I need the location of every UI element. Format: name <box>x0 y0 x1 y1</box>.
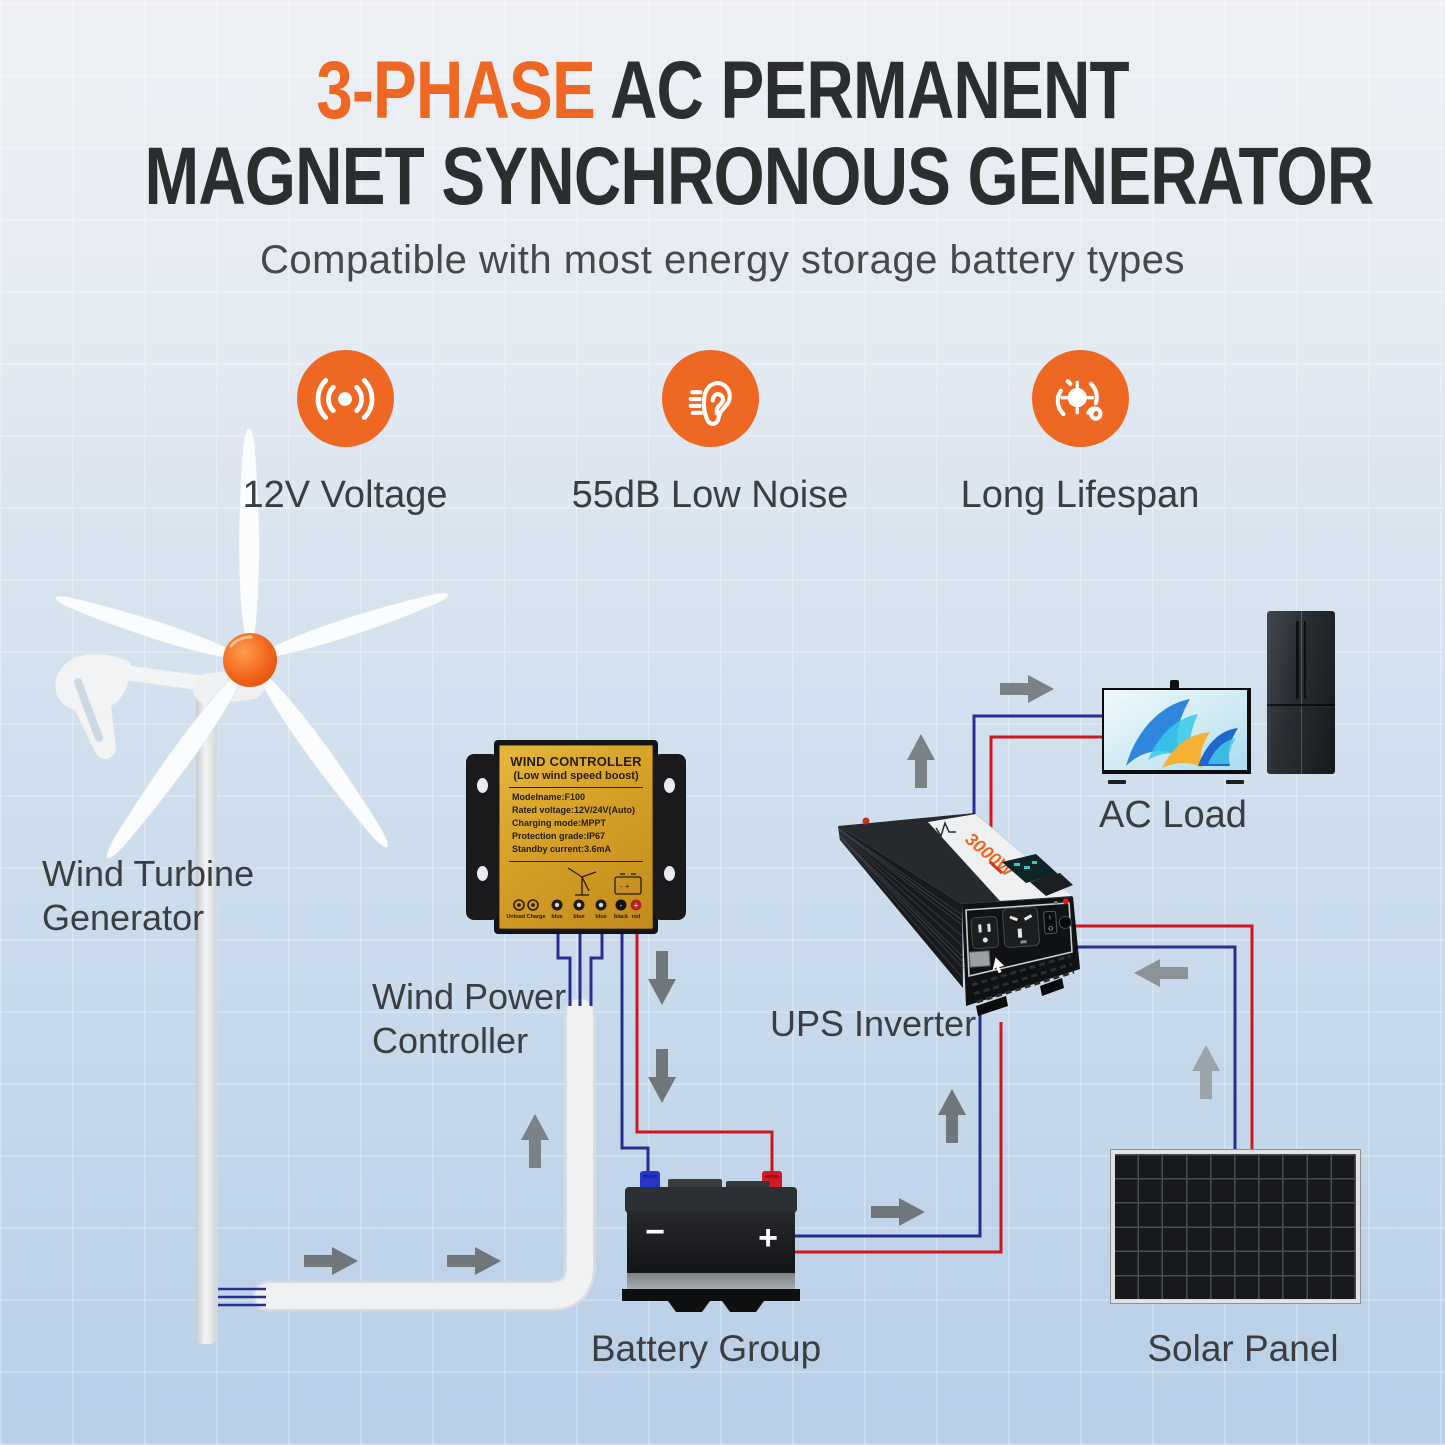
flow-arrow-right <box>447 1247 501 1275</box>
svg-text:-: - <box>620 901 623 910</box>
feature-label: Long Lifespan <box>960 474 1200 516</box>
controller-specs: Modelname:F100 Rated voltage:12V/24V(Aut… <box>499 791 653 856</box>
breaker-clip <box>968 950 991 968</box>
svg-text:- +: - + <box>620 882 630 891</box>
wind-turbine-generator <box>54 427 449 1344</box>
controller-bracket-right <box>653 754 686 920</box>
spec-line: Rated voltage:12V/24V(Auto) <box>512 805 636 815</box>
flow-arrow-up <box>907 734 935 788</box>
turbine-pole <box>196 688 217 1344</box>
cursor-glyph <box>992 957 1005 974</box>
alarm-led <box>1062 898 1069 905</box>
mount-hole <box>477 866 488 881</box>
controller-terminal-row: - + - + Unload Charge blue blue blue bl <box>506 867 642 920</box>
flow-arrow-down <box>648 951 676 1005</box>
svg-text:I: I <box>1049 915 1051 921</box>
wind-turbine-label: Wind Turbine Generator <box>42 853 255 938</box>
fridge-ac-load <box>1267 611 1335 774</box>
flow-arrow-up <box>1192 1045 1220 1099</box>
fridge-door-seam <box>1301 611 1302 774</box>
terminal-labels: Unload Charge blue blue blue black red <box>506 914 640 920</box>
feature-lifespan: Long Lifespan <box>920 350 1240 517</box>
battery-minus-mark: − <box>645 1213 665 1251</box>
flow-arrow-right <box>871 1198 925 1226</box>
svg-text:blue: blue <box>551 914 562 920</box>
tv-screen <box>1103 689 1247 770</box>
mount-hole <box>664 778 675 793</box>
controller-faceplate: WIND CONTROLLER (Low wind speed boost) M… <box>499 745 653 929</box>
fridge-handle <box>1296 620 1299 699</box>
tv-foot <box>1108 780 1126 784</box>
page-title-line1: 3-PHASE AC PERMANENT <box>145 45 1301 136</box>
spec-line: Modelname:F100 <box>512 792 586 802</box>
battery-base <box>622 1289 800 1312</box>
mount-hole <box>477 778 488 793</box>
battery-body <box>627 1211 795 1273</box>
mount-hole <box>664 866 675 881</box>
spec-line: Standby current:3.6mA <box>512 844 612 854</box>
battery-group: − + <box>622 1171 800 1312</box>
wind-power-controller-label: Wind Power Controller <box>372 976 567 1061</box>
voltage-signal-icon <box>296 350 394 447</box>
ac-outlet-us <box>970 915 1000 950</box>
controller-subtitle: (Low wind speed boost) <box>513 770 639 782</box>
ups-inverter: 3000W I O <box>838 813 1080 1016</box>
remote-jack <box>1058 915 1072 929</box>
battery-plus-mark: + <box>758 1219 778 1257</box>
svg-text:Unload Charge: Unload Charge <box>506 914 545 920</box>
turbine-hub <box>223 633 277 687</box>
feature-label: 55dB Low Noise <box>571 474 849 516</box>
flow-arrow-right <box>304 1247 358 1275</box>
svg-text:O: O <box>1048 926 1053 932</box>
mini-battery-icon: - + <box>614 873 642 895</box>
ac-load-label: AC Load <box>1099 794 1247 836</box>
page-header: 3-PHASE AC PERMANENT MAGNET SYNCHRONOUS … <box>0 45 1445 283</box>
fridge-handle <box>1303 620 1307 699</box>
fridge-section-seam <box>1267 703 1335 707</box>
feature-voltage: 12V Voltage <box>185 350 505 517</box>
svg-text:+: + <box>633 901 638 911</box>
terminal-posts: - + <box>513 899 642 911</box>
tv-ac-load <box>1100 680 1252 784</box>
solar-panel-label: Solar Panel <box>1147 1328 1339 1369</box>
inverter-front-panel: I O <box>962 897 1080 1016</box>
battery-group-label: Battery Group <box>590 1328 822 1369</box>
flow-arrow-right <box>1000 675 1054 703</box>
turbine-blades <box>54 427 449 859</box>
svg-text:blue: blue <box>573 914 584 920</box>
feature-low-noise: 55dB Low Noise <box>550 350 870 517</box>
tv-frame <box>1102 688 1251 774</box>
title-line1-rest: AC PERMANENT <box>594 45 1130 136</box>
controller-bracket-left <box>466 754 499 920</box>
flow-arrow-up <box>938 1089 966 1143</box>
vent-grille <box>971 954 1075 1004</box>
page-subtitle: Compatible with most energy storage batt… <box>260 238 1185 283</box>
power-switch <box>1043 910 1058 935</box>
svg-text:blue: blue <box>595 914 606 920</box>
tv-foot <box>1226 780 1244 784</box>
title-highlight: 3-PHASE <box>316 45 596 136</box>
ups-inverter-label: UPS Inverter <box>770 1003 977 1044</box>
spec-line: Protection grade:IP67 <box>512 831 606 841</box>
feature-label: 12V Voltage <box>242 474 448 516</box>
svg-text:black: black <box>614 914 629 920</box>
flow-arrow-up <box>521 1114 549 1168</box>
spec-line: Charging mode:MPPT <box>512 818 606 828</box>
low-noise-ear-icon <box>661 350 759 447</box>
long-lifespan-icon <box>1031 350 1129 447</box>
tv-camera <box>1170 680 1179 693</box>
wind-power-controller: WIND CONTROLLER (Low wind speed boost) M… <box>466 738 686 936</box>
white-power-cable <box>252 996 596 1312</box>
svg-text:red: red <box>632 914 641 920</box>
flow-arrow-down <box>648 1049 676 1103</box>
controller-title: WIND CONTROLLER <box>510 754 642 769</box>
mini-turbine-icon <box>567 867 597 896</box>
page-title-line2: MAGNET SYNCHRONOUS GENERATOR <box>144 131 1375 223</box>
flow-arrow-left <box>1134 959 1188 987</box>
solar-panel <box>1110 1149 1361 1304</box>
